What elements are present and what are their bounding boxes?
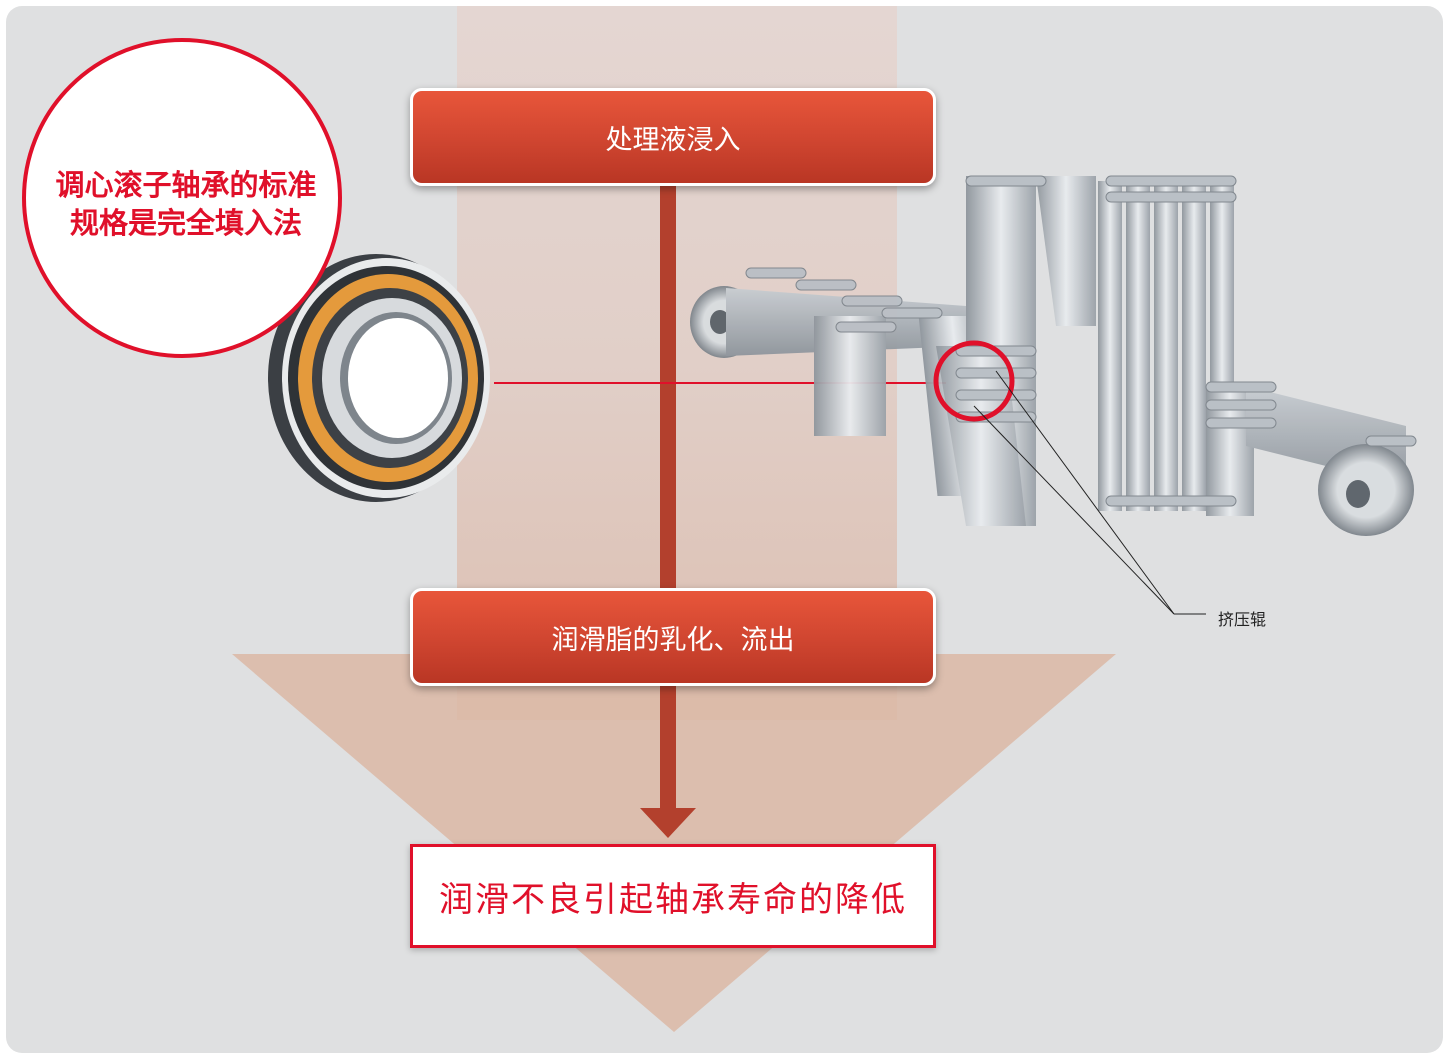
squeeze-roll-label: 挤压辊	[1218, 610, 1267, 629]
callout-line-2: 规格是完全填入法	[69, 206, 302, 240]
callout-circle: 调心滚子轴承的标准 规格是完全填入法	[22, 38, 342, 358]
flow-connector-line	[660, 186, 676, 814]
stage-box-penetration: 处理液浸入	[410, 88, 936, 186]
stage-penetration-label: 处理液浸入	[605, 124, 741, 156]
diagram-panel: 处理液浸入 润滑脂的乳化、流出 润滑不良引起轴承寿命的降低 调心滚子轴承的标准 …	[6, 6, 1443, 1053]
down-arrow-shape	[232, 654, 1116, 1032]
callout-line-1: 调心滚子轴承的标准	[55, 168, 317, 202]
callout-text: 调心滚子轴承的标准 规格是完全填入法	[26, 166, 338, 242]
flow-arrowhead	[640, 808, 696, 838]
strip-processing-line	[690, 175, 1417, 536]
squeeze-roll-highlight	[933, 340, 1015, 422]
roll-leader-line-1	[995, 370, 1175, 615]
roll-leader-line-2	[973, 405, 1175, 615]
stage-box-emulsification: 润滑脂的乳化、流出	[410, 588, 936, 686]
bearing-icon	[268, 254, 490, 502]
result-label: 润滑不良引起轴承寿命的降低	[439, 879, 907, 920]
result-box: 润滑不良引起轴承寿命的降低	[410, 844, 936, 948]
stage-emulsification-label: 润滑脂的乳化、流出	[551, 624, 795, 656]
